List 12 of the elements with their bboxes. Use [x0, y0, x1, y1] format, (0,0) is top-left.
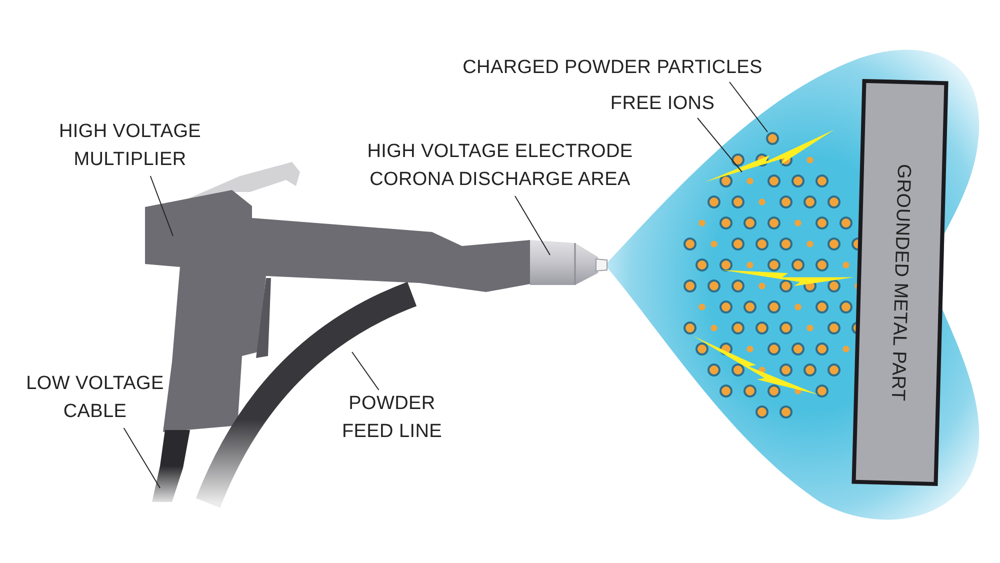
leader-line — [514, 196, 550, 256]
part-label: GROUNDED METAL PART — [886, 164, 914, 402]
callout-label: FREE IONS — [610, 93, 715, 114]
leader-line — [150, 176, 174, 236]
callout-label: HIGH VOLTAGE ELECTRODE CORONA DISCHARGE AREA — [367, 141, 633, 190]
leader-line — [729, 82, 768, 132]
callout-label: CHARGED POWDER PARTICLES — [462, 57, 762, 78]
callout-label: POWDER FEED LINE — [342, 393, 442, 442]
callout-label: LOW VOLTAGE CABLE — [26, 373, 164, 422]
callout-label: HIGH VOLTAGE MULTIPLIER — [58, 121, 202, 170]
leader-line — [352, 352, 380, 390]
leader-line — [123, 428, 160, 488]
